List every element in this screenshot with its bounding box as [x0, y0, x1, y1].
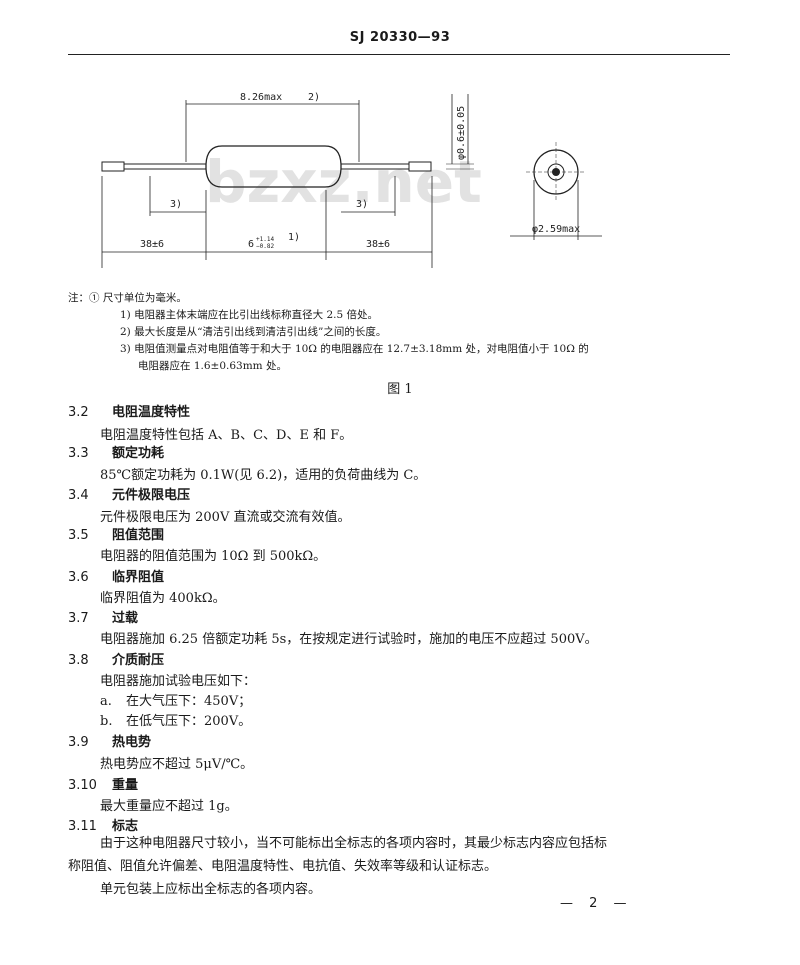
- dim-lead-left: 38±6: [140, 239, 164, 250]
- section-body: 电阻温度特性包括 A、B、C、D、E 和 F。: [100, 428, 353, 443]
- list-item-b: b.在低气压下：200V。: [100, 714, 252, 729]
- marking-line-1: 由于这种电阻器尺寸较小，当不可能标出全标志的各项内容时，其最少标志内容应包括标: [100, 836, 608, 851]
- section-body: 85℃额定功耗为 0.1W(见 6.2)，适用的负荷曲线为 C。: [100, 468, 427, 483]
- marking-line-3: 单元包装上应标出全标志的各项内容。: [100, 882, 322, 897]
- lead-wire-left: [123, 163, 207, 170]
- section-body: 电阻器施加试验电压如下：: [100, 674, 257, 689]
- dim-ref-1: 1): [288, 232, 300, 243]
- note-2: 2) 最大长度是从“清洁引出线到清洁引出线”之间的长度。: [120, 326, 387, 338]
- lead-end-left: [101, 161, 125, 172]
- page-number: — 2 —: [560, 896, 633, 911]
- dim-ref-3-right: 3): [356, 199, 368, 210]
- figure-caption: 图 1: [387, 382, 413, 397]
- list-item-a: a.在大气压下：450V；: [100, 694, 252, 709]
- dim-ref-2: 2): [308, 92, 320, 103]
- dim-tol-plus: +1.14: [256, 236, 274, 243]
- note-3a: 3) 电阻值测量点对电阻值等于和大于 10Ω 的电阻器应在 12.7±3.18m…: [120, 343, 589, 355]
- note-lead: 注：① 尺寸单位为毫米。: [68, 292, 187, 304]
- marking-paragraph: 由于这种电阻器尺寸较小，当不可能标出全标志的各项内容时，其最少标志内容应包括标 …: [68, 832, 740, 901]
- dim-wire-diameter: φ0.6±0.05: [456, 106, 467, 160]
- section-body: 元件极限电压为 200V 直流或交流有效值。: [100, 510, 351, 525]
- section-body: 电阻器的阻值范围为 10Ω 到 500kΩ。: [100, 549, 327, 564]
- note-3b: 电阻器应在 1.6±0.63mm 处。: [138, 360, 287, 372]
- dim-body-max: 8.26max: [240, 92, 282, 103]
- dim-ref-3-left: 3): [170, 199, 182, 210]
- dim-body-diameter: φ2.59max: [532, 224, 580, 235]
- section-body: 电阻器施加 6.25 倍额定功耗 5s，在按规定进行试验时，施加的电压不应超过 …: [100, 632, 598, 647]
- marking-line-2: 称阻值、阻值允许偏差、电阻温度特性、电抗值、失效率等级和认证标志。: [68, 859, 498, 874]
- resistor-dimension-figure: bzxz.net 8.26max 2) 3) 3) 38±6 6 +1.14 −…: [101, 92, 602, 268]
- document-code: SJ 20330—93: [349, 30, 451, 45]
- dim-lead-right: 38±6: [366, 239, 390, 250]
- header-rule: [68, 54, 730, 55]
- section-body: 热电势应不超过 5μV/℃。: [100, 757, 254, 772]
- dim-body-len: 6: [248, 239, 254, 250]
- dim-tol-minus: −0.82: [256, 243, 274, 250]
- section-body: 最大重量应不超过 1g。: [100, 799, 238, 814]
- watermark: bzxz.net: [205, 148, 482, 216]
- lead-end-right: [408, 161, 432, 172]
- section-body: 临界阻值为 400kΩ。: [100, 591, 226, 606]
- note-1: 1) 电阻器主体末端应在比引出线标称直径大 2.5 倍处。: [120, 309, 378, 321]
